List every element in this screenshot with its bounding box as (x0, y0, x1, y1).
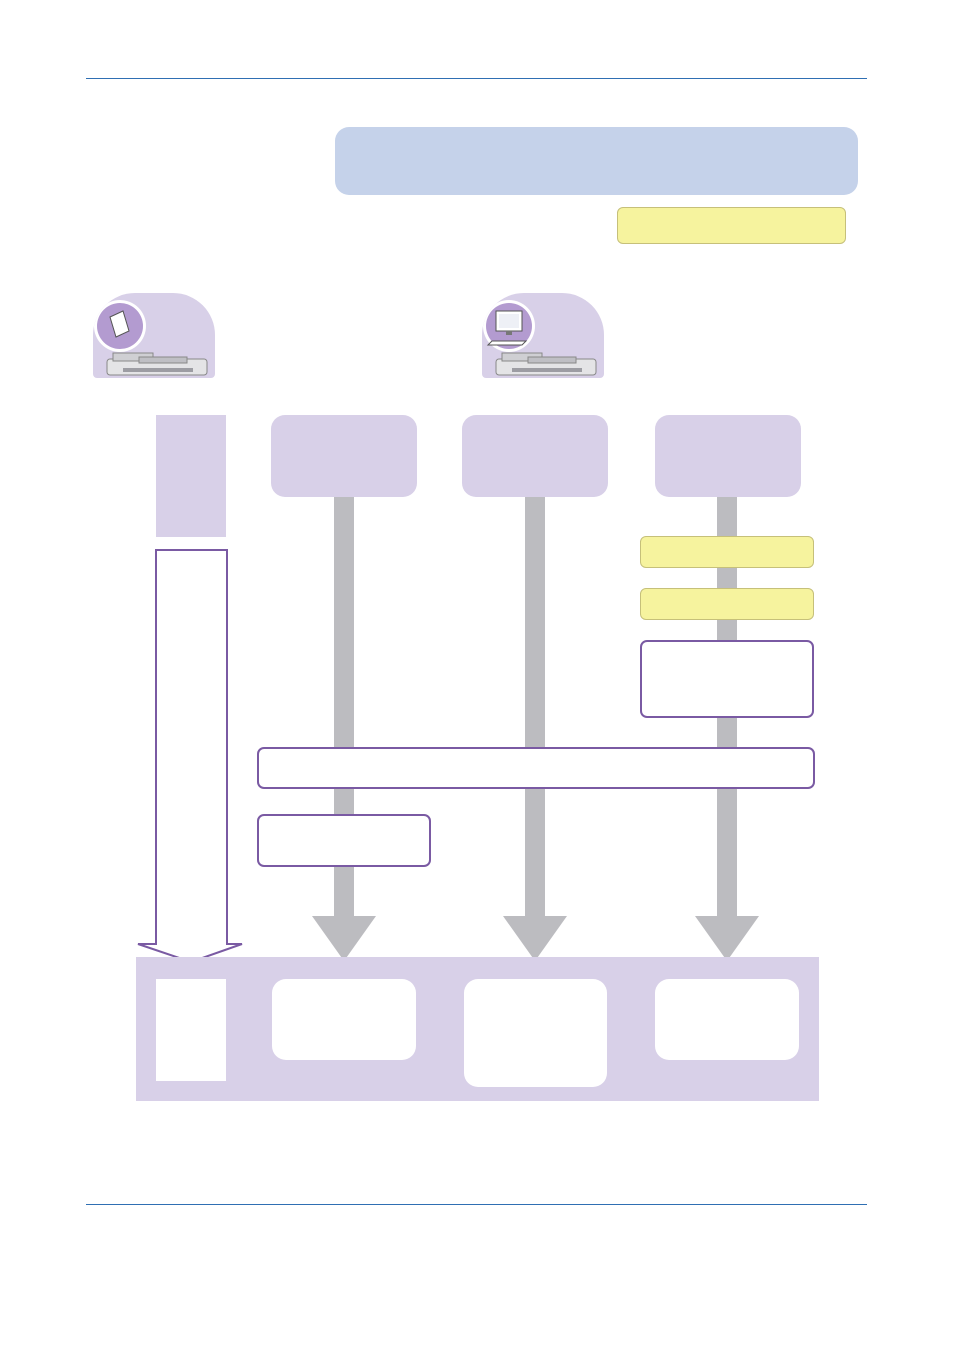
document-scanner-icon (93, 293, 215, 378)
column-2-arrow-shaft (525, 494, 545, 919)
column-3-arrow-head (695, 916, 759, 961)
column-1-header (271, 415, 417, 497)
shared-step (257, 747, 815, 789)
bottom-rule (86, 1204, 867, 1205)
column-2-result (464, 979, 607, 1087)
column-3-step (640, 640, 814, 718)
column-1-result (272, 979, 416, 1060)
header-note (617, 207, 846, 244)
computer-scanner-icon (482, 293, 604, 378)
column-3-note-2 (640, 588, 814, 620)
title-banner (335, 127, 858, 195)
column-2-header (462, 415, 608, 497)
column-3-result (655, 979, 799, 1060)
results-side-block (156, 979, 226, 1081)
side-header-block (156, 415, 226, 537)
overall-flow-arrow (137, 549, 243, 964)
column-1-arrow-shaft (334, 494, 354, 919)
column-1-step (257, 814, 431, 867)
column-3-header (655, 415, 801, 497)
top-rule (86, 78, 867, 79)
column-1-arrow-head (312, 916, 376, 961)
column-2-arrow-head (503, 916, 567, 961)
column-3-note-1 (640, 536, 814, 568)
